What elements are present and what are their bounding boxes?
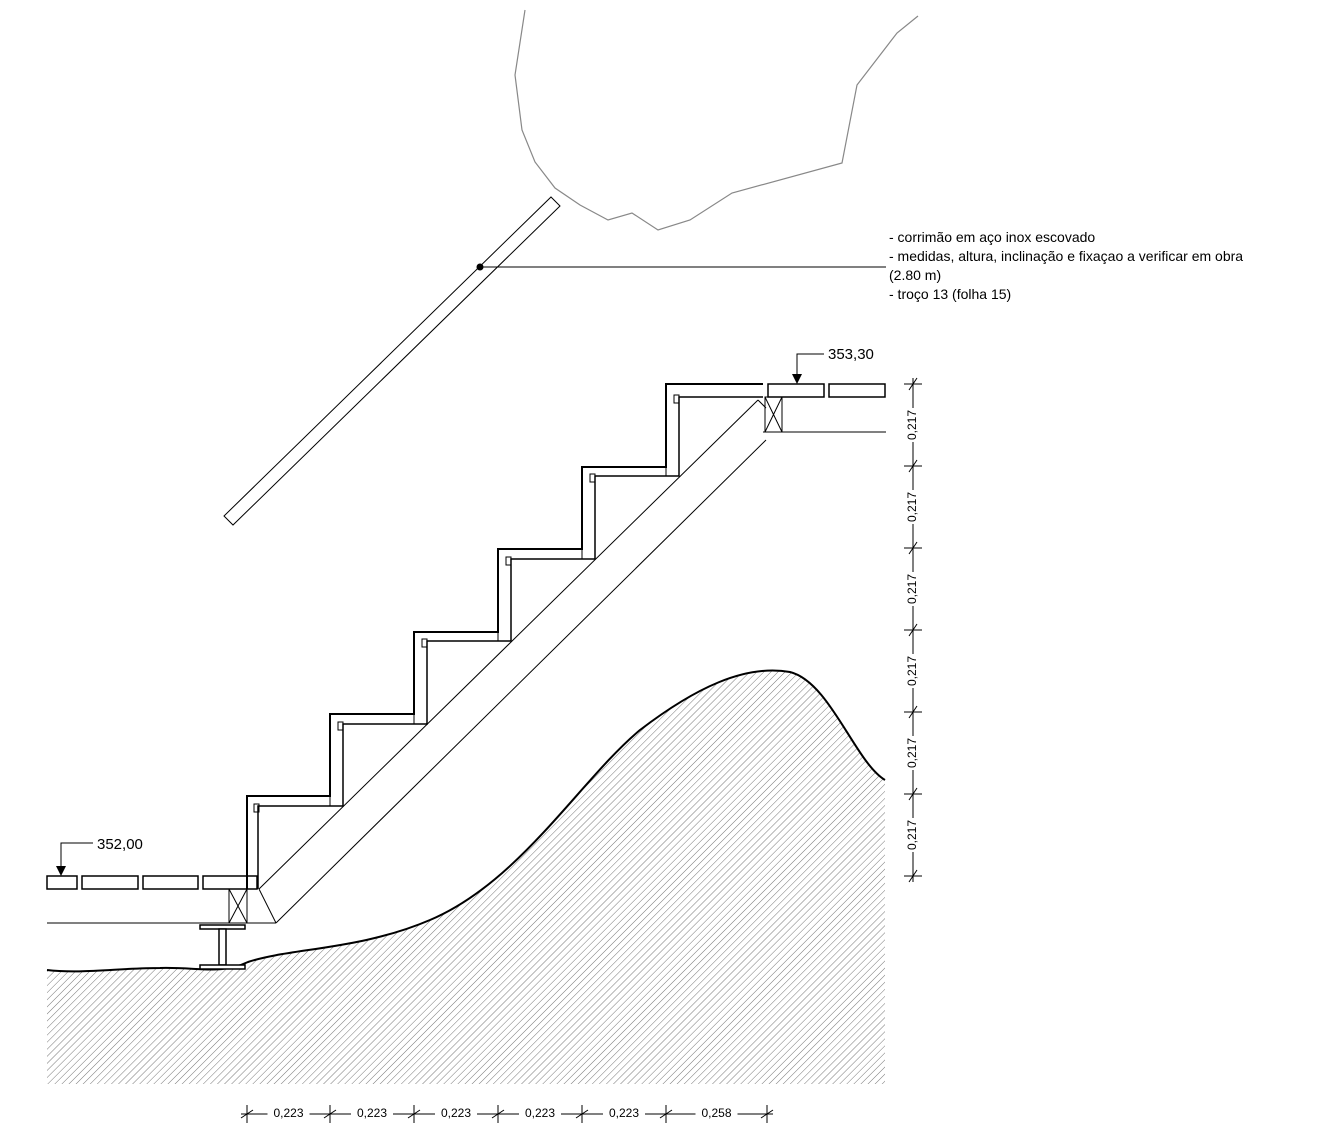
note-line-3: (2.80 m) bbox=[889, 267, 941, 283]
tread-dim-label: 0,223 bbox=[609, 1106, 639, 1120]
riser-dim-label: 0,217 bbox=[905, 656, 919, 686]
riser-dim-label-bg bbox=[906, 490, 920, 524]
steel-i-beam bbox=[199, 924, 246, 970]
level-marker-bottom: 352,00 bbox=[56, 836, 143, 876]
level-bottom-label: 352,00 bbox=[97, 836, 143, 853]
terrain-hatch bbox=[47, 670, 885, 1084]
tread-dim-label-bg bbox=[351, 1106, 393, 1122]
tread-dim-label: 0,223 bbox=[525, 1106, 555, 1120]
upper-deck bbox=[763, 383, 886, 433]
note-line-1: - corrimão em aço inox escovado bbox=[889, 229, 1095, 245]
tread-dim-label-bg bbox=[267, 1106, 310, 1122]
note-line-4: - troço 13 (folha 15) bbox=[889, 286, 1011, 302]
riser-dim-label-bg bbox=[906, 736, 920, 770]
riser-dim-label: 0,217 bbox=[905, 574, 919, 604]
level-top-label: 353,30 bbox=[828, 346, 874, 363]
tread-dim-label: 0,258 bbox=[701, 1106, 731, 1120]
tread-dim-label-bg bbox=[519, 1106, 561, 1122]
tread-dim-label: 0,223 bbox=[357, 1106, 387, 1120]
riser-dim-label: 0,217 bbox=[905, 738, 919, 768]
tread-dim-label: 0,223 bbox=[441, 1106, 471, 1120]
riser-dim-label: 0,217 bbox=[905, 492, 919, 522]
step-nosing-details bbox=[253, 394, 680, 813]
tread-dim-label: 0,223 bbox=[273, 1106, 303, 1120]
handrail-notes: - corrimão em aço inox escovado - medida… bbox=[889, 229, 1243, 302]
tread-dim-label-bg bbox=[695, 1106, 738, 1122]
level-marker-top: 353,30 bbox=[792, 346, 874, 384]
riser-dimension-chain: 0,217 0,217 0,217 0,217 0,217 0,217 bbox=[904, 377, 922, 883]
riser-dim-label: 0,217 bbox=[905, 820, 919, 850]
riser-dim-label: 0,217 bbox=[905, 410, 919, 440]
handrail bbox=[223, 196, 886, 526]
lower-deck bbox=[46, 875, 276, 924]
tree-canopy-outline bbox=[514, 9, 919, 231]
riser-dim-label-bg bbox=[906, 408, 920, 442]
tread-dim-label-bg bbox=[603, 1106, 645, 1122]
stair-steps-inner bbox=[257, 396, 763, 889]
riser-dim-label-bg bbox=[906, 654, 920, 688]
note-line-2: - medidas, altura, inclinação e fixaçao … bbox=[889, 248, 1243, 264]
tread-dimension-chain: 0,223 0,223 0,223 0,223 0,223 0,258 bbox=[240, 1105, 774, 1123]
lower-joist bbox=[228, 888, 248, 924]
riser-dim-label-bg bbox=[906, 572, 920, 606]
upper-joist bbox=[764, 396, 783, 433]
riser-dim-label-bg bbox=[906, 818, 920, 852]
tread-dim-label-bg bbox=[435, 1106, 477, 1122]
terrain-profile-line bbox=[46, 669, 886, 973]
